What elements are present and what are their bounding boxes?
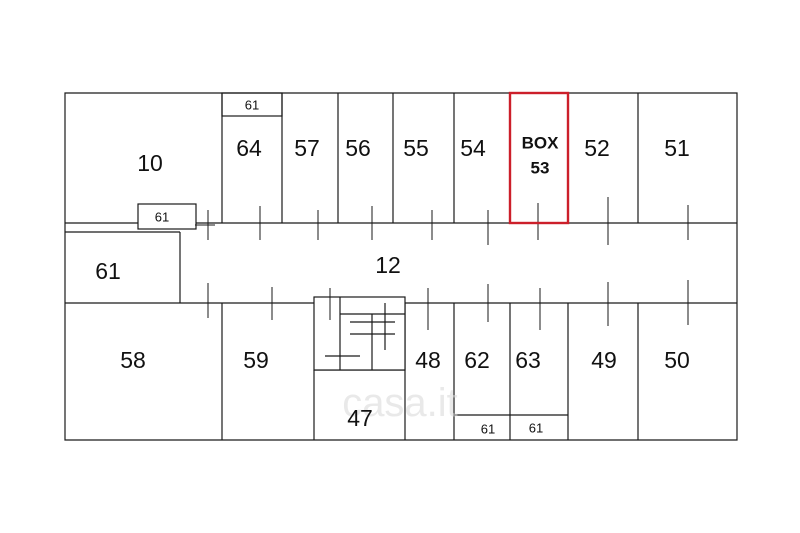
room-label-61-left-small: 61 xyxy=(155,210,169,225)
room-label-57: 57 xyxy=(294,135,320,161)
box-53-label-line2: 53 xyxy=(531,159,550,178)
room-label-61-top: 61 xyxy=(245,98,259,113)
corridor-label-12: 12 xyxy=(375,252,401,278)
room-label-62: 62 xyxy=(464,347,490,373)
room-label-59: 59 xyxy=(243,347,269,373)
room-label-52: 52 xyxy=(584,135,610,161)
room-label-63: 63 xyxy=(515,347,541,373)
room-label-56: 56 xyxy=(345,135,371,161)
room-label-61-bottom-a: 61 xyxy=(481,422,495,437)
room-label-58: 58 xyxy=(120,347,146,373)
box-53-label-line1: BOX xyxy=(522,134,560,153)
room-label-50: 50 xyxy=(664,347,690,373)
room-label-54: 54 xyxy=(460,135,486,161)
box-53-highlight xyxy=(508,91,570,225)
room-label-64: 64 xyxy=(236,135,262,161)
watermark-text: casa.it xyxy=(342,381,458,425)
room-label-61-bottom-b: 61 xyxy=(529,421,543,436)
room-label-55: 55 xyxy=(403,135,429,161)
room-label-61-left: 61 xyxy=(95,258,121,284)
room-label-10: 10 xyxy=(137,150,163,176)
room-label-48: 48 xyxy=(415,347,441,373)
room-label-47: 47 xyxy=(347,405,373,431)
room-label-49: 49 xyxy=(591,347,617,373)
unit-61-left-cell xyxy=(137,203,197,230)
room-label-51: 51 xyxy=(664,135,690,161)
unit-61-top-cell xyxy=(221,92,283,117)
